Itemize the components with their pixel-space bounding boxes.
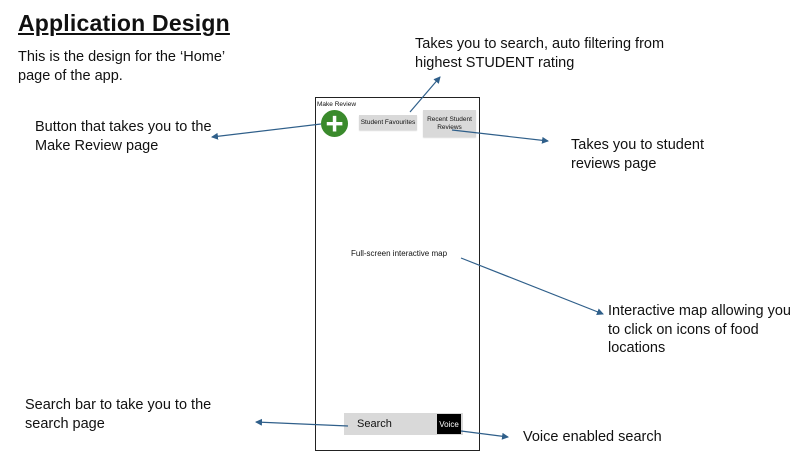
note-search-favourites: Takes you to search, auto filtering from… — [415, 36, 665, 71]
note-search-bar: Search bar to take you to the search pag… — [25, 397, 212, 432]
voice-search-button[interactable]: Voice — [437, 414, 461, 434]
arrow-interactive-map — [460, 257, 604, 316]
intro-text: This is the design for the ‘Home’ page o… — [18, 49, 225, 84]
recent-student-reviews-button[interactable]: Recent Student Reviews — [423, 110, 476, 137]
make-review-button[interactable]: + — [321, 106, 348, 141]
arrow-student-reviews — [451, 129, 549, 144]
note-voice-search: Voice enabled search — [523, 429, 662, 445]
arrow-search-favourites — [409, 76, 441, 113]
plus-icon: + — [325, 106, 344, 141]
arrow-search-bar — [255, 418, 349, 427]
page-title: Application Design — [18, 10, 230, 36]
arrow-make-review — [211, 123, 322, 140]
note-student-reviews: Takes you to student reviews page — [571, 137, 704, 172]
make-review-label: Make Review — [317, 101, 357, 108]
note-interactive-map: Interactive map allowing you to click on… — [608, 303, 791, 356]
student-favourites-button[interactable]: Student Favourites — [359, 115, 417, 130]
note-make-review: Button that takes you to the Make Review… — [35, 119, 212, 154]
map-label: Full-screen interactive map — [351, 249, 448, 258]
phone-frame — [315, 97, 480, 451]
search-bar[interactable] — [344, 413, 463, 435]
search-placeholder: Search — [357, 418, 392, 430]
arrow-voice-search — [460, 430, 509, 440]
